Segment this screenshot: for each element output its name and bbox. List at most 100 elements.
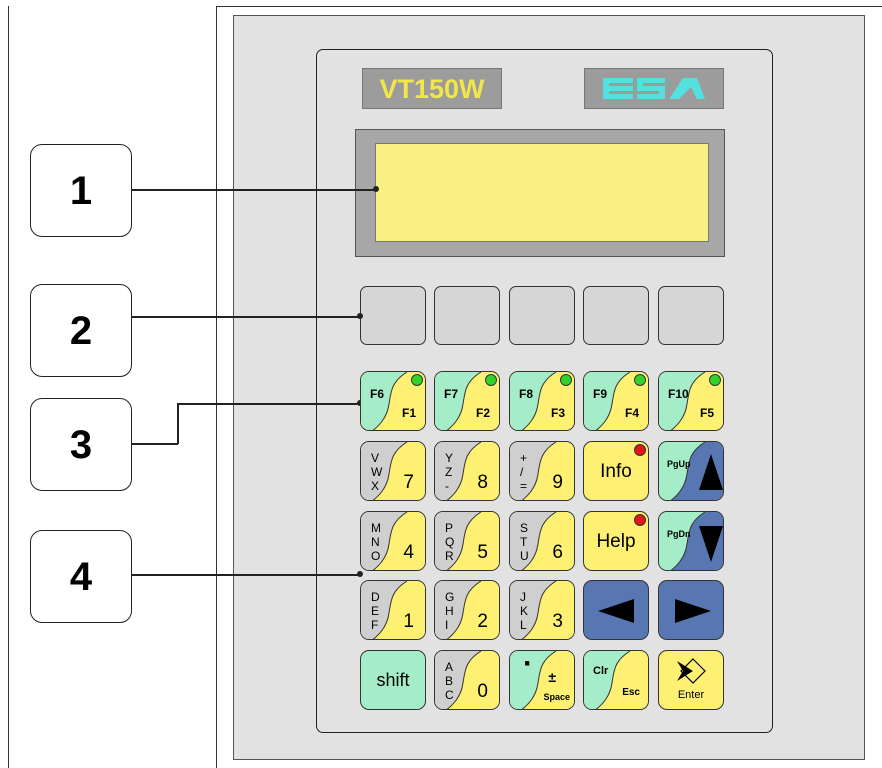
plusminus-label: ±: [548, 669, 556, 685]
fkey-bottom-label: F5: [699, 406, 714, 420]
callout-1: 1: [30, 144, 132, 237]
key-digit: 3: [552, 611, 563, 632]
arrow-right-icon: [675, 599, 711, 623]
arrow-left-icon: [598, 599, 634, 623]
fkey-top-label: F9: [593, 387, 608, 401]
key-letter: O: [371, 549, 381, 563]
fkey-top-label: F8: [519, 387, 534, 401]
key-letter: M: [371, 521, 381, 535]
softkey-4[interactable]: [583, 286, 649, 345]
leader-line-3c: [177, 403, 361, 405]
model-label: VT150W: [362, 68, 502, 109]
frame-border-top: [216, 6, 882, 7]
info-key[interactable]: Info: [583, 441, 649, 501]
key-letter: T: [520, 535, 528, 549]
key-letter: D: [371, 590, 380, 604]
key-letter: -: [445, 479, 449, 493]
led-green-icon: [709, 374, 721, 386]
leader-line-3a: [132, 443, 178, 445]
arrow-left-key[interactable]: [583, 580, 649, 640]
led-green-icon: [634, 374, 646, 386]
leader-line-3b: [177, 403, 179, 444]
arrow-right-key[interactable]: [658, 580, 724, 640]
esa-logo-icon: [584, 68, 724, 109]
fkey-bottom-label: F3: [550, 406, 565, 420]
pgdn-key[interactable]: PgDn: [658, 511, 724, 571]
softkey-2[interactable]: [434, 286, 500, 345]
leader-line-1: [132, 189, 377, 191]
info-label: Info: [600, 461, 632, 482]
key-letter: /: [520, 465, 524, 479]
fkey-bottom-label: F4: [624, 406, 639, 420]
pgup-key[interactable]: PgUp: [658, 441, 724, 501]
led-green-icon: [485, 374, 497, 386]
space-label: Space: [543, 692, 570, 702]
key-digit: 4: [403, 542, 414, 563]
key-digit: 5: [477, 542, 488, 563]
enter-label: Enter: [677, 689, 705, 701]
callout-4: 4: [30, 530, 132, 623]
callout-3: 3: [30, 398, 132, 491]
key-letter: Z: [445, 465, 453, 479]
softkey-5[interactable]: [658, 286, 724, 345]
key-letter: G: [445, 590, 455, 604]
key-letter: N: [371, 535, 380, 549]
key-letter: R: [445, 549, 454, 563]
led-green-icon: [411, 374, 423, 386]
led-green-icon: [560, 374, 572, 386]
help-label: Help: [596, 531, 636, 552]
key-letter: Y: [445, 451, 454, 465]
clr-label: Clr: [593, 665, 609, 677]
key-letter: H: [445, 604, 454, 618]
callout-2: 2: [30, 284, 132, 377]
key-letter: L: [520, 618, 527, 632]
fkey-bottom-label: F2: [475, 406, 490, 420]
key-letter: B: [445, 674, 454, 688]
key-digit: 0: [477, 681, 488, 702]
key-digit: 1: [403, 611, 414, 632]
softkey-1[interactable]: [360, 286, 426, 345]
pgdn-label: PgDn: [667, 529, 691, 539]
key-digit: 7: [403, 472, 414, 493]
key-letter: S: [520, 521, 529, 535]
key-9[interactable]: +/=9: [509, 441, 575, 501]
key-letter: P: [445, 521, 454, 535]
leader-line-2: [132, 316, 361, 318]
softkey-3[interactable]: [509, 286, 575, 345]
key-letter: U: [520, 549, 529, 563]
key-digit: 9: [552, 472, 563, 493]
shift-label: shift: [376, 670, 410, 690]
fkey-top-label: F7: [444, 387, 459, 401]
key-letter: V: [371, 451, 380, 465]
esc-label: Esc: [622, 687, 640, 698]
key-letter: F: [371, 618, 379, 632]
key-letter: J: [520, 590, 526, 604]
shift-key[interactable]: shift: [360, 650, 426, 710]
key-letter: E: [371, 604, 380, 618]
space-key[interactable]: ·±Space: [509, 650, 575, 710]
leader-line-4: [132, 574, 361, 576]
enter-icon: [677, 658, 706, 684]
pgup-label: PgUp: [667, 459, 691, 469]
key-letter: A: [445, 660, 454, 674]
help-key[interactable]: Help: [583, 511, 649, 571]
key-digit: 6: [552, 542, 563, 563]
fkey-top-label: F6: [370, 387, 385, 401]
lcd-display: [375, 143, 709, 242]
enter-key[interactable]: Enter: [658, 650, 724, 710]
